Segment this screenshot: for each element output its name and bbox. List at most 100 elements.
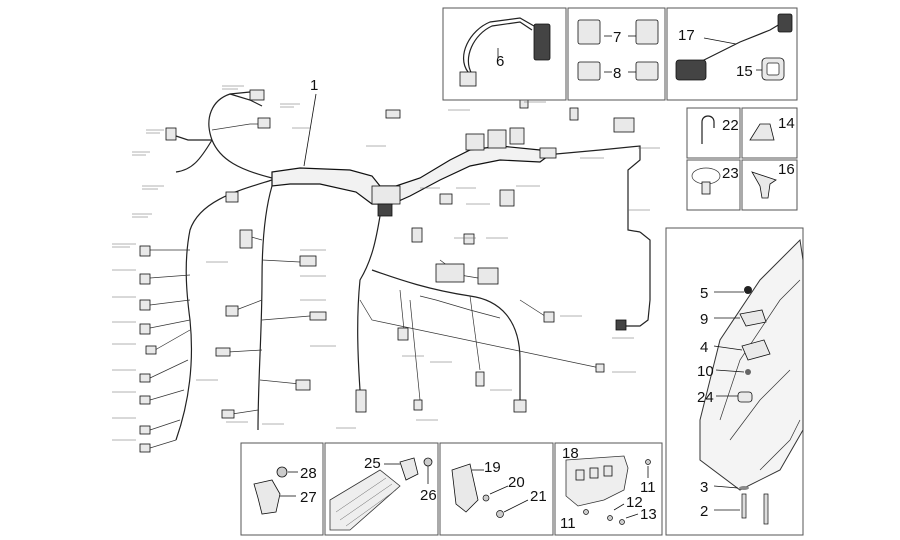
left-branch-8 (149, 419, 181, 431)
main-wiring-harness: 1 (112, 77, 660, 453)
panel-parts-11-18: 18 11 12 13 11 (554, 442, 663, 536)
connector-m7 (221, 409, 235, 419)
mid-branch-d (261, 315, 311, 321)
part-18-cover (565, 455, 629, 507)
part-20-washer (482, 494, 490, 502)
panel-part-16: 16 (741, 159, 798, 211)
part-6-cable (463, 17, 535, 73)
part-7-relay-a (577, 19, 601, 45)
callout-13: 13 (640, 506, 657, 523)
connector-m5 (215, 347, 231, 357)
part-8-relay-b (635, 61, 659, 81)
connector-l1 (165, 127, 177, 141)
panel-parts-7-8: 7 8 (567, 7, 666, 101)
callout-20: 20 (508, 474, 525, 491)
branch-left-low (175, 139, 213, 173)
part-10-washer (745, 369, 751, 375)
relay-block-b (487, 129, 507, 149)
callout-14: 14 (778, 115, 795, 132)
part-3-washer (739, 486, 749, 490)
callout-4: 4 (700, 339, 708, 356)
left-branch-9 (149, 439, 177, 449)
connector-l4 (139, 273, 151, 285)
callout-10: 10 (697, 363, 714, 380)
part-4-sensor (741, 339, 771, 361)
connector-c7 (595, 363, 605, 373)
connector-l9 (139, 395, 151, 405)
part-6-connector (533, 23, 551, 61)
fine-print-marks (112, 85, 660, 441)
right-top-connector (613, 117, 635, 133)
left-branch-7 (149, 389, 185, 401)
part-9-bracket (739, 309, 767, 327)
part-27-sensor (253, 479, 281, 515)
part-11-screw-a (645, 459, 651, 465)
center-branch-a (399, 289, 405, 331)
callout-18: 18 (562, 445, 579, 462)
right-vertical-cable (622, 231, 651, 327)
part-19-sensor (451, 463, 479, 513)
callout-27: 27 (300, 489, 317, 506)
callout-21: 21 (530, 488, 547, 505)
mid-branch-e (227, 349, 263, 353)
connector-c11 (499, 189, 515, 207)
callout-9: 9 (700, 311, 708, 328)
callout-16: 16 (778, 161, 795, 178)
part-28-nut (276, 466, 288, 478)
part-26-bolt (423, 457, 433, 467)
relay-block-c (509, 127, 525, 145)
part-7-relay-b (635, 19, 659, 45)
part-24-grommet (737, 391, 753, 403)
callout-11-right: 11 (640, 479, 656, 496)
mid-branch-b (261, 259, 301, 263)
left-branch-6 (149, 359, 189, 379)
part-25-sensor (399, 457, 419, 481)
part-17-cable (699, 23, 781, 63)
panel-part-6: 6 (442, 7, 567, 101)
panel-part-23: 23 (686, 159, 741, 211)
part-2-screw (741, 493, 747, 519)
callout-28: 28 (300, 465, 317, 482)
callout-6: 6 (496, 53, 504, 70)
center-branch-down (357, 215, 381, 391)
callout-8: 8 (613, 65, 621, 82)
part-11-screw-b (583, 509, 589, 515)
part-8-relay-a (577, 61, 601, 81)
right-harness-branch (555, 145, 641, 233)
part-12-washer (607, 515, 613, 521)
harness-end-connector (539, 147, 557, 159)
connector-l6 (139, 323, 151, 335)
connector-m4 (309, 311, 327, 321)
part-6-plug (459, 71, 477, 87)
part-5-nut (744, 286, 752, 294)
connector-top-2 (257, 117, 271, 129)
upper-left-branch (208, 91, 273, 179)
callout-17: 17 (678, 27, 695, 44)
center-branch-b (419, 295, 501, 319)
part-13-screw (619, 519, 625, 525)
right-bottom-terminal (615, 319, 627, 331)
callout-2: 2 (700, 503, 708, 520)
relay-c2 (435, 263, 465, 283)
connector-c14 (569, 107, 579, 121)
connector-c8 (413, 399, 423, 411)
long-right-branch (359, 299, 601, 369)
panel-part-14: 14 (741, 107, 798, 159)
callout-19: 19 (484, 459, 501, 476)
connector-l3 (139, 245, 151, 257)
central-junction-box (371, 185, 401, 205)
part-2-screw-b (763, 493, 769, 525)
callout-1-leader (303, 93, 317, 167)
panel-parts-15-17: 17 15 (666, 7, 798, 101)
connector-c12 (439, 193, 453, 205)
center-branch-c (469, 295, 481, 371)
connector-l8 (139, 373, 151, 383)
callout-15: 15 (736, 63, 753, 80)
panel-rear-mount: 5 9 4 10 24 3 2 (665, 227, 804, 536)
left-vertical-trunk (175, 179, 273, 441)
connector-m1 (239, 229, 253, 249)
panel-parts-19-21: 19 20 21 (439, 442, 554, 536)
part-21-screw (496, 510, 504, 518)
connector-l11 (139, 443, 151, 453)
